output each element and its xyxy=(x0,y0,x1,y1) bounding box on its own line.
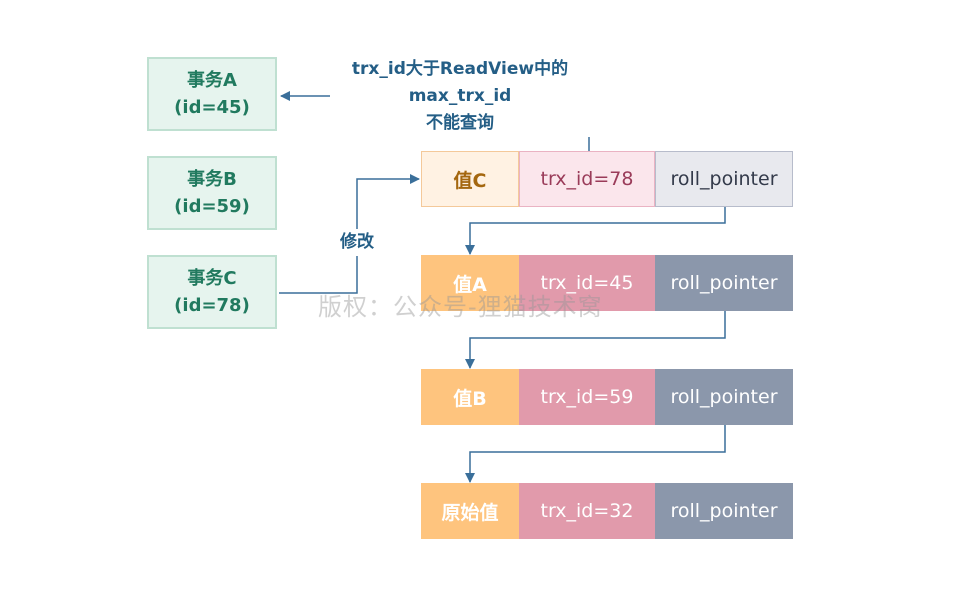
transaction-c-name: 事务C xyxy=(187,268,237,289)
transaction-c-id: (id=78) xyxy=(174,295,250,316)
version-trx-id-cell: trx_id=32 xyxy=(519,483,655,539)
transaction-b-box: 事务B (id=59) xyxy=(147,156,277,230)
version-roll-pointer-cell: roll_pointer xyxy=(655,255,793,311)
transaction-a-name: 事务A xyxy=(187,70,237,91)
version-value-cell: 值C xyxy=(421,151,519,207)
roll-pointer-arrow-1 xyxy=(465,207,726,255)
modify-label: 修改 xyxy=(335,229,379,256)
transaction-a-box: 事务A (id=45) xyxy=(147,57,277,131)
transaction-b-id: (id=59) xyxy=(174,196,250,217)
version-trx-id-cell: trx_id=45 xyxy=(519,255,655,311)
transaction-a-id: (id=45) xyxy=(174,97,250,118)
version-value-cell: 原始值 xyxy=(421,483,519,539)
roll-pointer-arrow-2 xyxy=(465,311,726,369)
version-value-cell: 值A xyxy=(421,255,519,311)
readview-annotation-line2: max_trx_id xyxy=(408,86,512,106)
readview-annotation-line1: trx_id大于ReadView中的 xyxy=(351,59,569,79)
watermark: 版权：公众号-狸猫技术窝 xyxy=(318,293,603,321)
version-trx-id-cell: trx_id=59 xyxy=(519,369,655,425)
version-roll-pointer-cell: roll_pointer xyxy=(655,483,793,539)
version-roll-pointer-cell: roll_pointer xyxy=(655,369,793,425)
transaction-b-name: 事务B xyxy=(187,169,237,190)
version-trx-id-cell: trx_id=78 xyxy=(519,151,655,207)
transaction-c-box: 事务C (id=78) xyxy=(147,255,277,329)
version-roll-pointer-cell: roll_pointer xyxy=(655,151,793,207)
readview-annotation-line3: 不能查询 xyxy=(426,113,494,133)
version-value-cell: 值B xyxy=(421,369,519,425)
readview-annotation: trx_id大于ReadView中的 max_trx_id 不能查询 xyxy=(330,56,590,137)
roll-pointer-arrow-3 xyxy=(465,425,726,483)
